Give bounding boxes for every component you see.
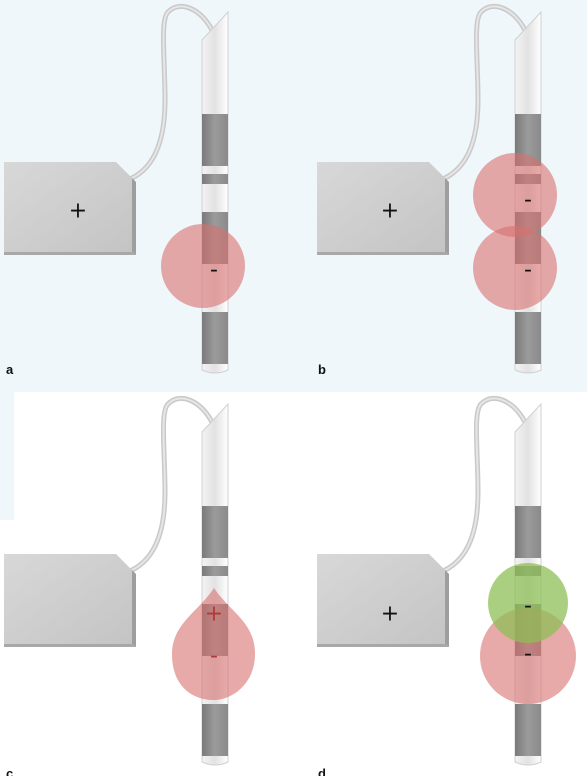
panel-label: b bbox=[318, 362, 326, 377]
panel-c: + - c bbox=[4, 398, 255, 776]
charge-sign: + bbox=[205, 602, 223, 627]
charge-sign: - bbox=[210, 644, 218, 669]
panel-label: d bbox=[318, 766, 326, 776]
charge-sign: - bbox=[524, 258, 532, 283]
charge-cloud-green bbox=[488, 563, 568, 643]
charge-sign: - bbox=[524, 642, 532, 667]
electrode-sign: + bbox=[69, 199, 87, 224]
panel-label: a bbox=[6, 362, 14, 377]
electrode-sign: + bbox=[381, 199, 399, 224]
panel-label: c bbox=[6, 766, 13, 776]
charge-sign: - bbox=[524, 188, 532, 213]
charge-sign: - bbox=[524, 594, 532, 619]
panel-a: + - a bbox=[4, 6, 245, 377]
charge-cloud-red-lower bbox=[473, 226, 557, 310]
charge-cloud-red bbox=[161, 224, 245, 308]
charge-cloud-red-upper bbox=[473, 153, 557, 237]
panel-d: + - - d bbox=[317, 398, 576, 776]
charge-sign: - bbox=[210, 258, 218, 283]
charge-cloud-red-drop bbox=[172, 588, 255, 700]
electrode-sign: + bbox=[381, 602, 399, 627]
panel-b: + - - b bbox=[317, 6, 557, 377]
